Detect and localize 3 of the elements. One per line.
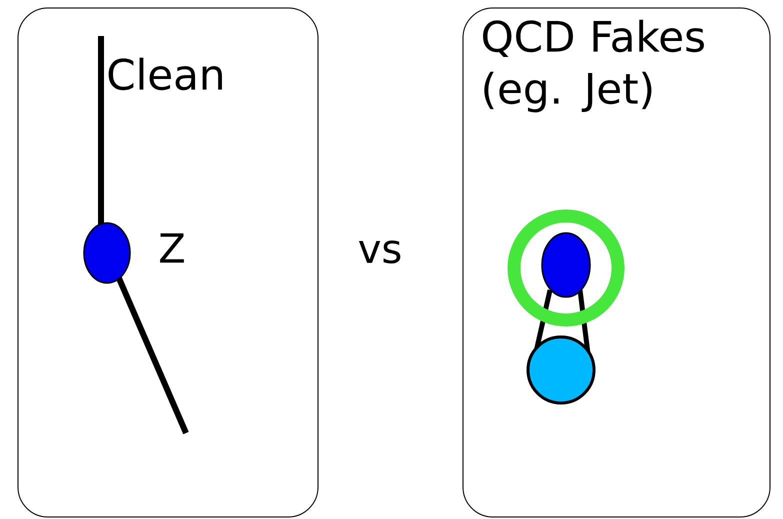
particle-label: Z <box>160 233 184 263</box>
vs-label: vs <box>358 240 400 264</box>
panel: QCD Fakes (eg. Jet) <box>462 8 771 518</box>
